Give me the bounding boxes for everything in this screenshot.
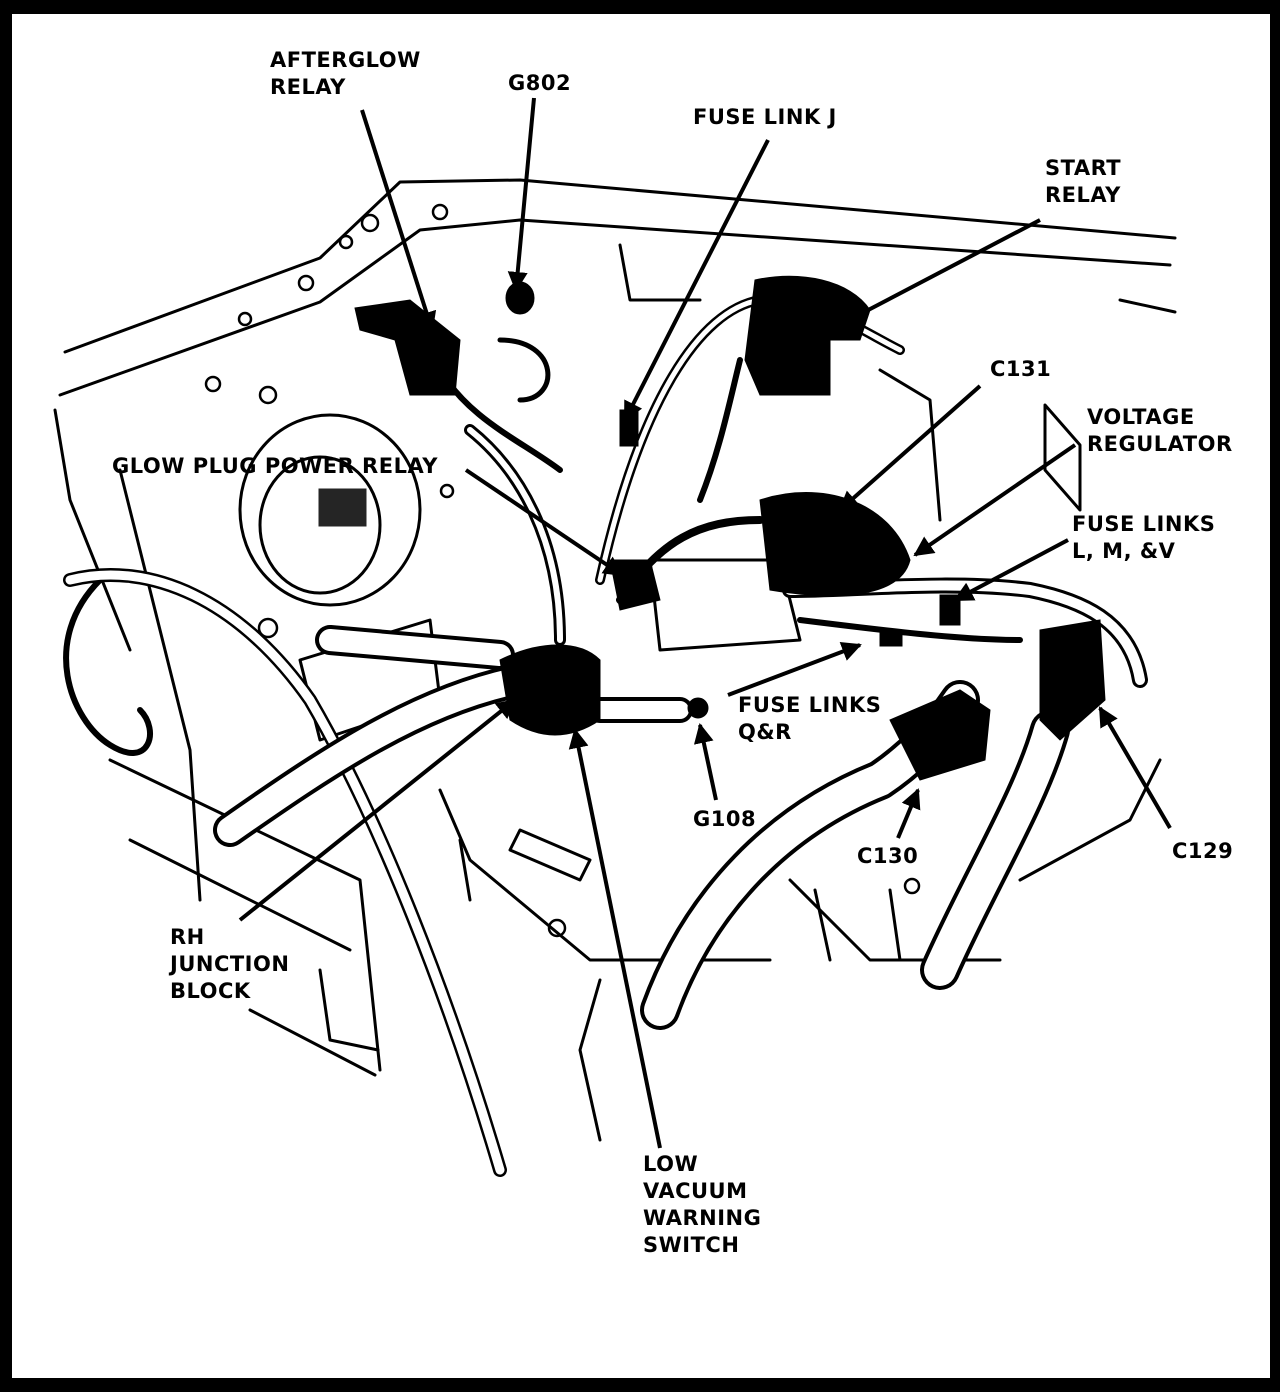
leader-arrows [238, 97, 1172, 1149]
label-line: BLOCK [170, 979, 251, 1003]
label-line: RELAY [1045, 183, 1121, 207]
label-fuse-links-qr: FUSE LINKS Q&R [738, 692, 881, 746]
afterglow-relay-shape [354, 299, 461, 396]
label-line: SWITCH [643, 1233, 740, 1257]
voltage-regulator-shape [759, 492, 911, 597]
rh-junction-block-shape [499, 644, 601, 736]
label-start-relay: START RELAY [1045, 155, 1121, 209]
label-fuse-link-j: FUSE LINK J [693, 105, 837, 129]
label-line: FUSE LINKS [738, 693, 882, 717]
label-line: RH [170, 925, 205, 949]
blower-housing [238, 413, 422, 607]
label-line: JUNCTION [170, 952, 290, 976]
label-low-vacuum-warning-switch: LOW VACUUM WARNING SWITCH [643, 1151, 761, 1259]
label-g802: G802 [508, 71, 572, 95]
label-fuse-links-lmv: FUSE LINKS L, M, &V [1072, 511, 1215, 565]
label-g108: G108 [693, 807, 757, 831]
label-line: VOLTAGE [1087, 405, 1195, 429]
label-c131: C131 [990, 357, 1052, 381]
label-afterglow-relay: AFTERGLOW RELAY [270, 47, 421, 101]
label-line: START [1045, 156, 1122, 180]
label-line: RELAY [270, 75, 346, 99]
c129-connector [1039, 619, 1106, 741]
fuse-links-qr-shape [879, 631, 903, 647]
label-line: Q&R [738, 720, 792, 744]
label-line: VACUUM [643, 1179, 748, 1203]
c130-connector [889, 689, 991, 781]
label-c130: C130 [857, 844, 919, 868]
label-line: REGULATOR [1087, 432, 1233, 456]
fuse-links-lmv-shape [939, 594, 961, 626]
label-voltage-regulator: VOLTAGE REGULATOR [1087, 404, 1233, 458]
label-line: AFTERGLOW [270, 48, 421, 72]
label-line: LOW [643, 1152, 699, 1176]
label-line: FUSE LINKS [1072, 512, 1216, 536]
label-c129: C129 [1172, 839, 1234, 863]
label-line: L, M, &V [1072, 539, 1176, 563]
start-relay-shape [744, 275, 871, 396]
g802-ground [505, 281, 535, 315]
label-rh-junction-block: RH JUNCTION BLOCK [170, 924, 289, 1005]
bolt-holes [204, 203, 921, 938]
label-line: WARNING [643, 1206, 762, 1230]
g108-ground [687, 697, 709, 719]
label-glow-plug-power-relay: GLOW PLUG POWER RELAY [112, 454, 438, 478]
